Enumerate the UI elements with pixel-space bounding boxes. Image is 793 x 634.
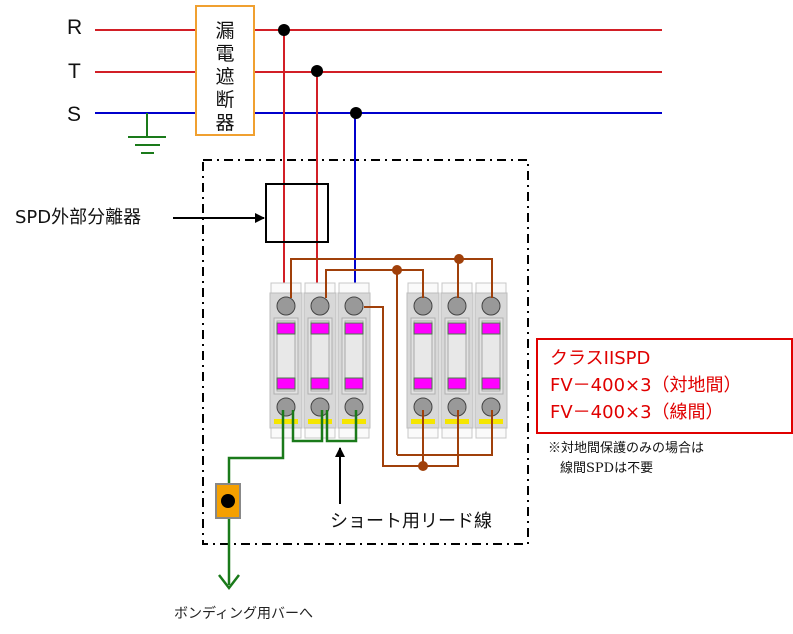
indicator-bottom xyxy=(481,377,501,390)
phase-label-r: R xyxy=(67,16,82,39)
spec-line-1: クラスIISPD xyxy=(550,348,650,369)
breaker-char-2: 電 xyxy=(215,43,234,65)
ground-arrow-icon xyxy=(218,574,240,591)
terminal-bottom xyxy=(344,397,364,417)
short-lead-label: ショート用リード線 xyxy=(330,511,492,532)
indicator-top xyxy=(310,322,330,335)
note-line-1: ※対地間保護のみの場合は xyxy=(548,440,704,456)
terminal-top xyxy=(344,296,364,316)
base-strip xyxy=(274,419,298,424)
note-line-2: 線間SPDは不要 xyxy=(560,460,653,476)
spd-modules xyxy=(269,282,508,439)
external-disconnector-label: SPD外部分離器 xyxy=(15,207,141,228)
breaker-char-5: 器 xyxy=(215,112,234,134)
terminal-top xyxy=(276,296,296,316)
junction-dot-t xyxy=(311,65,323,77)
bonding-terminal-dot xyxy=(221,494,235,508)
module-window-inner xyxy=(413,320,433,392)
base-strip xyxy=(308,419,332,424)
indicator-top xyxy=(344,322,364,335)
terminal-bottom xyxy=(276,397,296,417)
base-strip xyxy=(342,419,366,424)
spd-spec-box xyxy=(536,338,793,434)
terminal-top xyxy=(310,296,330,316)
indicator-top xyxy=(413,322,433,335)
module-window-inner xyxy=(481,320,501,392)
indicator-bottom xyxy=(447,377,467,390)
ground-icon xyxy=(128,113,166,154)
lead-junction-dot-3 xyxy=(418,461,428,471)
spd-module xyxy=(440,282,474,439)
module-window-inner xyxy=(276,320,296,392)
line-to-line-leads-top xyxy=(290,258,493,467)
spd-module xyxy=(269,282,303,439)
indicator-top xyxy=(276,322,296,335)
lead-junction-dot-2 xyxy=(392,265,402,275)
breaker-char-1: 漏 xyxy=(215,20,234,42)
lead-junction-dot-1 xyxy=(454,254,464,264)
spd-external-disconnector xyxy=(265,183,329,243)
module-window-inner xyxy=(447,320,467,392)
spd-module xyxy=(406,282,440,439)
terminal-top xyxy=(413,296,433,316)
terminal-top xyxy=(447,296,467,316)
indicator-bottom xyxy=(310,377,330,390)
indicator-top xyxy=(447,322,467,335)
terminal-top xyxy=(481,296,501,316)
indicator-bottom xyxy=(276,377,296,390)
indicator-bottom xyxy=(344,377,364,390)
phase-label-s: S xyxy=(67,103,81,126)
spd-module xyxy=(337,282,371,439)
module-window-inner xyxy=(310,320,330,392)
spec-line-3: FV－400×3（線間） xyxy=(550,402,724,423)
phase-label-t: T xyxy=(68,60,81,83)
bonding-bar-label: ボンディング用バーへ xyxy=(174,605,313,622)
spd-enclosure xyxy=(202,159,529,545)
spec-line-2: FV－400×3（対地間） xyxy=(550,375,742,396)
line-to-line-leads-bottom xyxy=(397,410,493,467)
breaker-char-4: 断 xyxy=(215,89,234,111)
module-window-inner xyxy=(344,320,364,392)
breaker-char-3: 遮 xyxy=(215,66,234,88)
short-leads xyxy=(227,410,358,585)
spd-module xyxy=(303,282,337,439)
junction-dot-r xyxy=(278,24,290,36)
terminal-bottom xyxy=(310,397,330,417)
junction-dot-s xyxy=(350,107,362,119)
indicator-bottom xyxy=(413,377,433,390)
earth-leakage-breaker xyxy=(195,5,255,136)
indicator-top xyxy=(481,322,501,335)
